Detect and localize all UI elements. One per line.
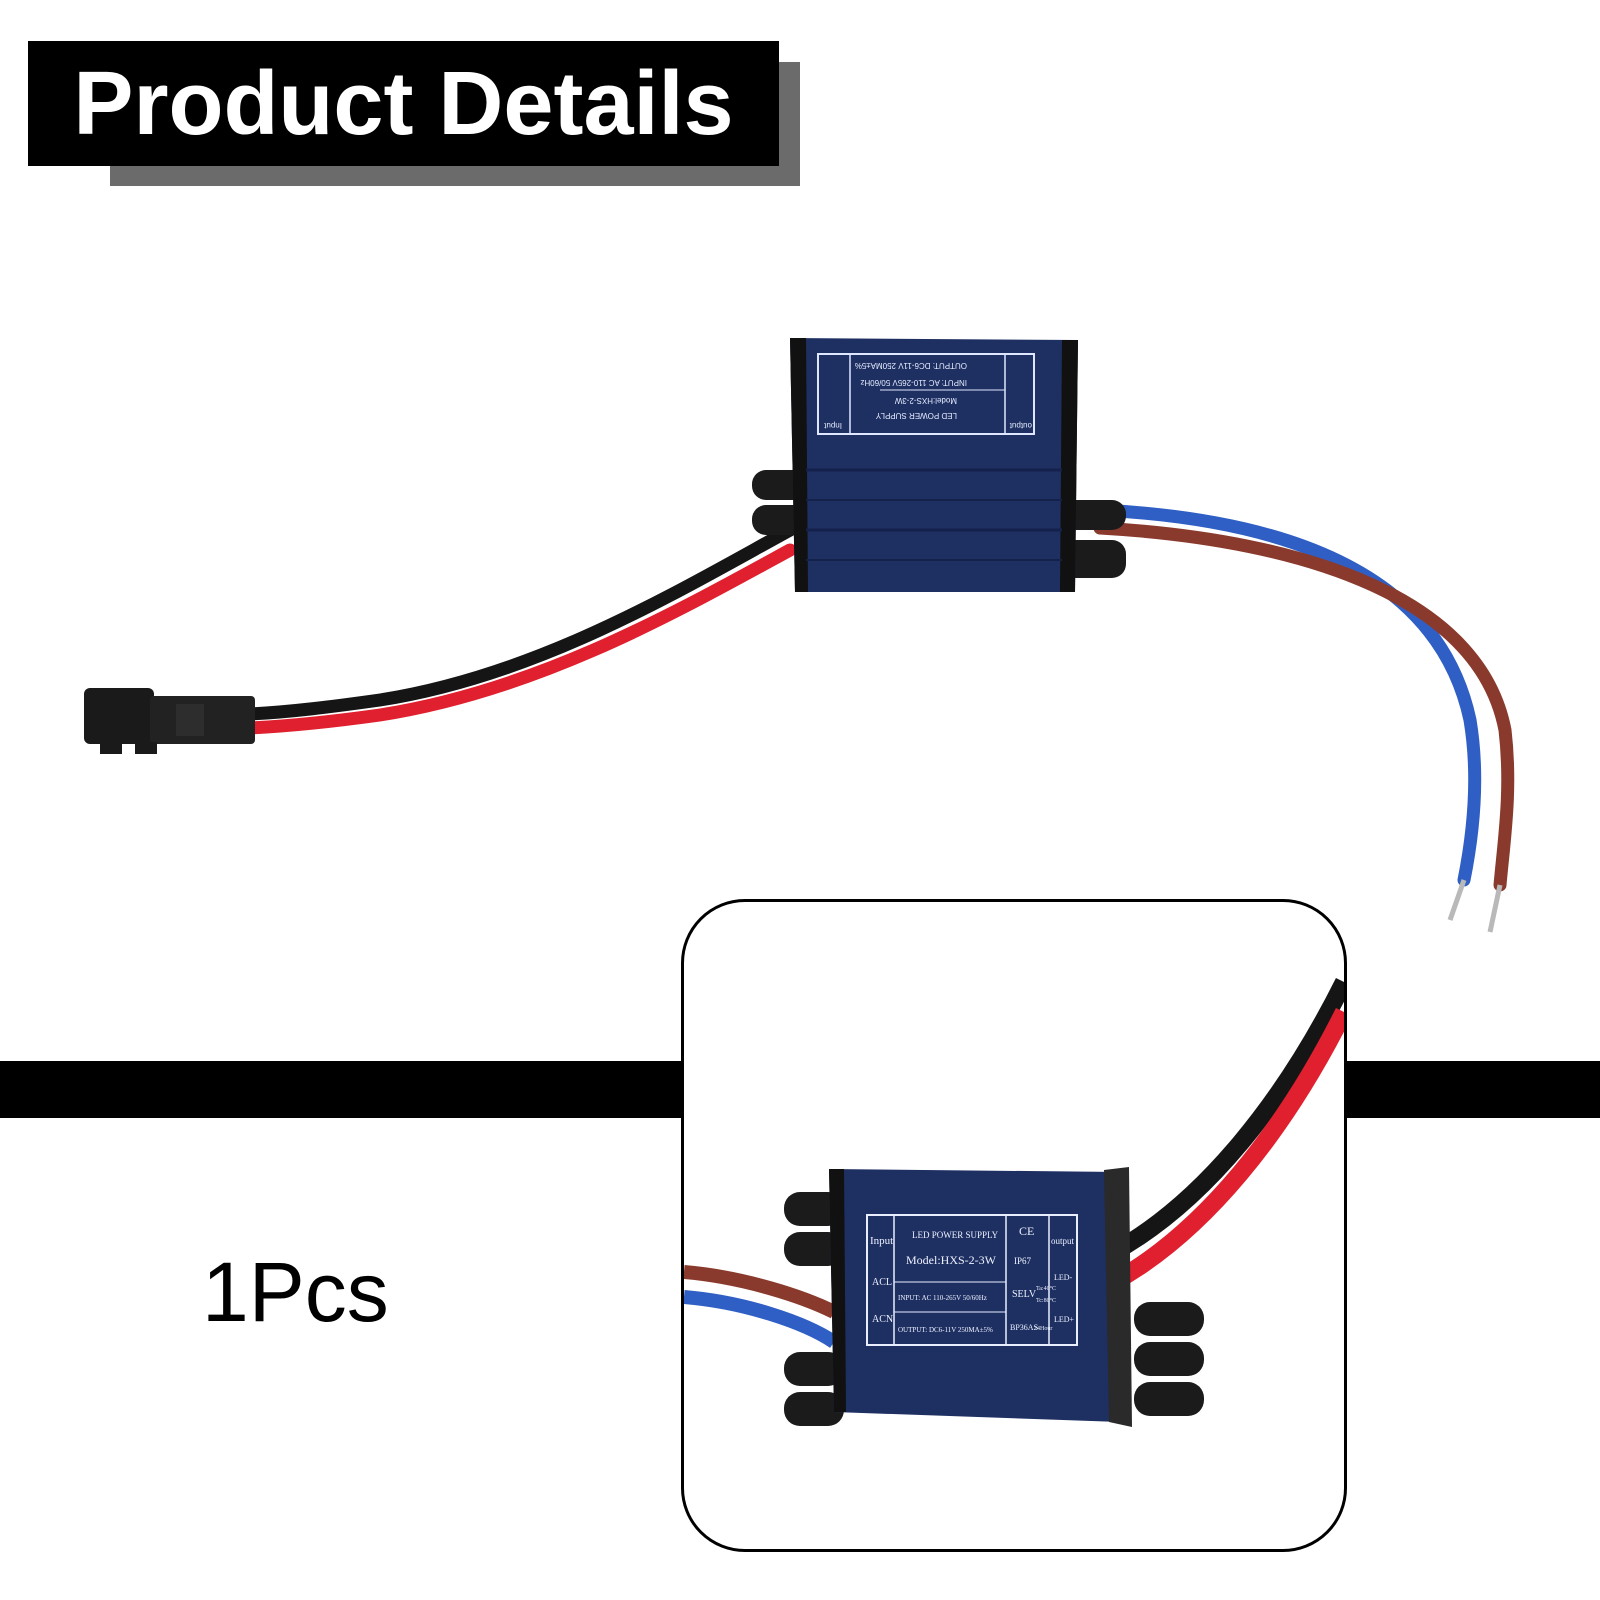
connector-plug [84, 688, 255, 754]
zoom-led-minus: LED- [1054, 1273, 1073, 1282]
zoom-model: Model:HXS-2-3W [906, 1253, 997, 1267]
page-title: Product Details [73, 53, 734, 154]
housing-label-small: Input LED POWER SUPPLY Model:HXS-2-3W IN… [823, 361, 1032, 430]
left-red-wire [243, 543, 797, 735]
zoom-acl-label: ACL [872, 1277, 892, 1288]
wire-tip-blue [1447, 879, 1467, 921]
small-model: Model:HXS-2-3W [894, 396, 957, 405]
zoom-inset: Input ACL ACN LED POWER SUPPLY Model:HXS… [681, 899, 1347, 1552]
zoom-led-plus: LED+ [1054, 1315, 1075, 1324]
small-input-label: Input [823, 421, 842, 430]
zoom-red-wire [1109, 1007, 1344, 1290]
zoom-output-spec: OUTPUT: DC6-11V 250MA±5% [898, 1326, 993, 1334]
zoom-mounting-tabs [784, 1192, 1204, 1426]
zoom-acn-label: ACN [872, 1314, 893, 1325]
right-brown-wire [1093, 521, 1515, 892]
small-title: LED POWER SUPPLY [875, 411, 957, 420]
zoom-photo: Input ACL ACN LED POWER SUPPLY Model:HXS… [684, 977, 1344, 1427]
right-blue-wire [1093, 503, 1482, 887]
zoom-title: LED POWER SUPPLY [912, 1230, 999, 1240]
zoom-warranty: 24Hour [1034, 1326, 1052, 1332]
zoom-housing [829, 1167, 1132, 1427]
quantity-label: 1Pcs [202, 1245, 389, 1339]
zoom-input-label: Input [870, 1235, 893, 1247]
small-output-label: output [1009, 421, 1032, 430]
zoom-tc: Tc:80°C [1036, 1297, 1056, 1304]
zoom-label: Input ACL ACN LED POWER SUPPLY Model:HXS… [870, 1224, 1075, 1334]
zoom-selv: SELV [1012, 1289, 1037, 1300]
zoom-blue-wire [684, 1290, 838, 1348]
zoom-code: BP36AS [1010, 1323, 1038, 1332]
zoom-input-spec: INPUT: AC 110-265V 50/60Hz [898, 1294, 987, 1302]
power-supply-housing [790, 338, 1078, 592]
left-black-wire [243, 523, 797, 721]
zoom-brown-wire [684, 1265, 838, 1319]
zoom-ta: Ta:40°C [1036, 1285, 1056, 1292]
divider-band-left [0, 1061, 684, 1118]
zoom-black-wire [1109, 977, 1344, 1260]
small-output-spec: OUTPUT: DC6-11V 250MA±5% [855, 361, 967, 370]
title-banner: Product Details [28, 41, 779, 166]
divider-band-right [1339, 1061, 1600, 1118]
small-input-spec: INPUT: AC 110-265V 50/60Hz [860, 378, 967, 387]
zoom-ip: IP67 [1014, 1256, 1032, 1266]
zoom-ce: CE [1019, 1224, 1034, 1238]
wire-tip-brown [1487, 884, 1503, 933]
zoom-output-label: output [1051, 1236, 1075, 1246]
